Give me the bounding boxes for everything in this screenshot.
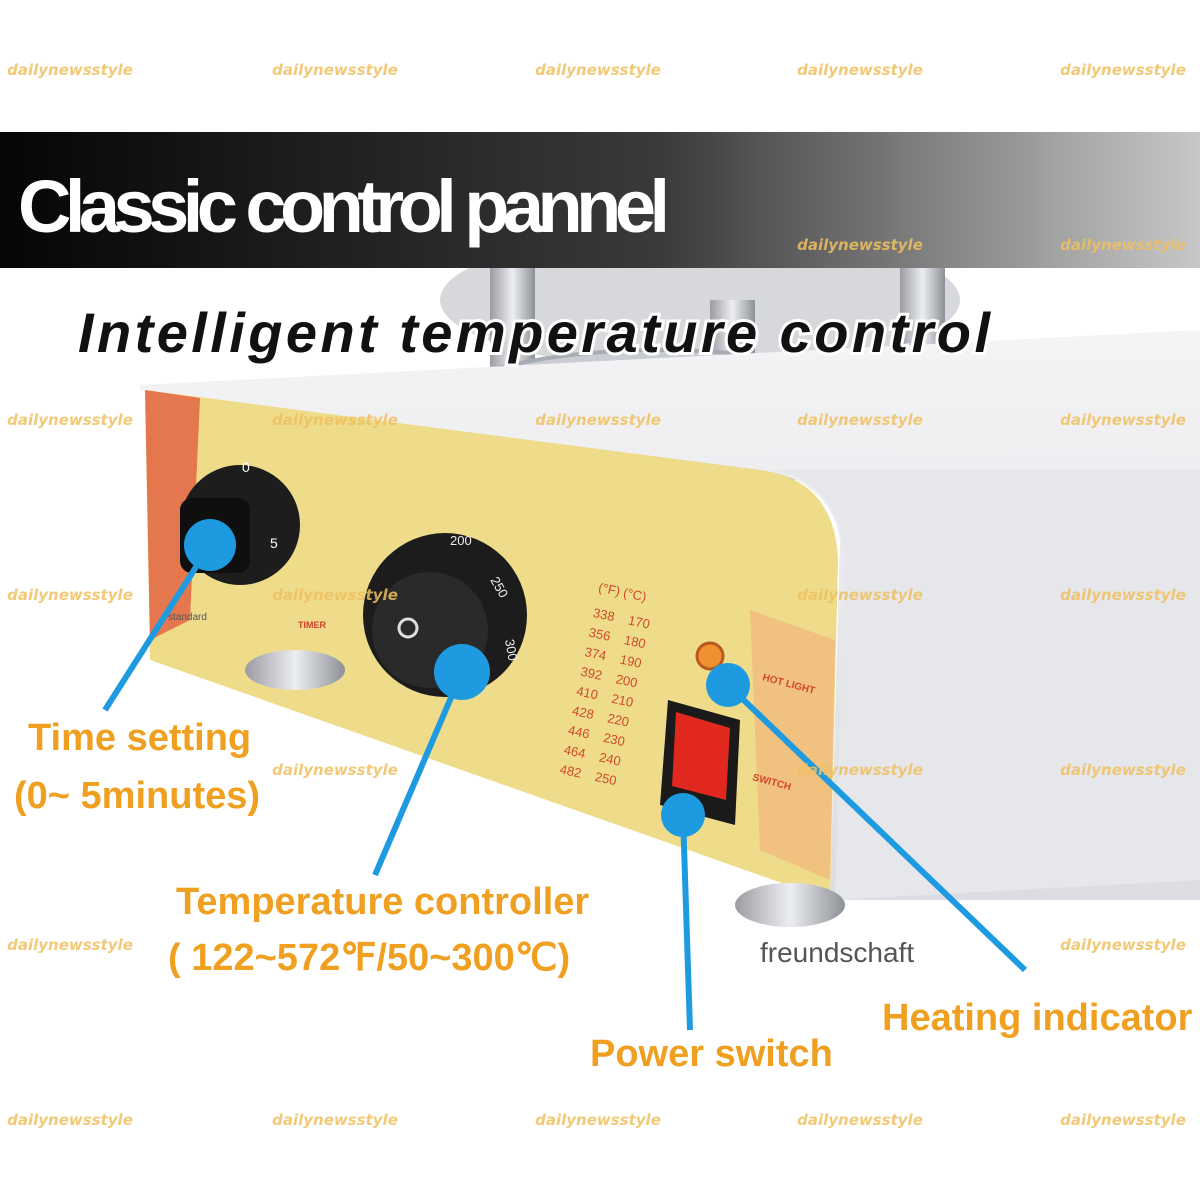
title-banner xyxy=(0,132,1200,268)
watermark-text: dailynewsstyle xyxy=(272,761,398,779)
table-cell-fahrenheit: 338 xyxy=(592,605,616,624)
temperature-controller-range: ( 122~572℉/50~300℃) xyxy=(168,937,570,979)
table-cell-celsius: 170 xyxy=(627,613,651,632)
timer-mark-5: 5 xyxy=(270,535,278,551)
freundschaft-watermark: freundschaft xyxy=(760,937,914,968)
table-cell-celsius: 180 xyxy=(623,632,647,651)
watermark-text: dailynewsstyle xyxy=(797,61,923,79)
callout-dot-timer xyxy=(184,519,236,571)
watermark-text: dailynewsstyle xyxy=(272,61,398,79)
watermark-text: dailynewsstyle xyxy=(797,1111,923,1129)
timer-label: TIMER xyxy=(298,620,326,630)
callout-dot-switch xyxy=(661,793,705,837)
table-cell-fahrenheit: 410 xyxy=(575,683,599,702)
temp-mark-300: 300 xyxy=(502,638,521,662)
watermark-text: dailynewsstyle xyxy=(797,761,923,779)
watermark-text: dailynewsstyle xyxy=(797,411,923,429)
headline: Intelligent temperature control xyxy=(78,301,991,364)
table-cell-fahrenheit: 356 xyxy=(588,625,612,644)
table-cell-celsius: 210 xyxy=(610,691,634,710)
table-cell-fahrenheit: 392 xyxy=(579,664,603,683)
heating-indicator-light xyxy=(695,641,725,671)
watermark-text: dailynewsstyle xyxy=(1060,1111,1186,1129)
timer-mark-0: 0 xyxy=(242,459,250,475)
watermark-text: dailynewsstyle xyxy=(7,1111,133,1129)
watermark-text: dailynewsstyle xyxy=(272,586,398,604)
table-cell-celsius: 240 xyxy=(598,749,622,768)
table-cell-celsius: 200 xyxy=(614,671,638,690)
watermark-text: dailynewsstyle xyxy=(272,411,398,429)
table-cell-celsius: 190 xyxy=(619,652,643,671)
watermark-grid: dailynewsstyle dailynewsstyle dailynewssty… xyxy=(7,61,1186,1129)
time-setting-label: Time setting xyxy=(28,717,251,759)
watermark-text: dailynewsstyle xyxy=(797,236,923,254)
time-setting-range: (0~ 5minutes) xyxy=(14,775,260,817)
table-cell-fahrenheit: 464 xyxy=(563,742,587,761)
callout-dot-temperature xyxy=(434,644,490,700)
watermark-text: dailynewsstyle xyxy=(7,61,133,79)
table-cell-celsius: 230 xyxy=(602,730,626,749)
watermark-text: dailynewsstyle xyxy=(7,411,133,429)
table-cell-celsius: 250 xyxy=(594,769,618,788)
watermark-text: dailynewsstyle xyxy=(535,411,661,429)
watermark-text: dailynewsstyle xyxy=(7,936,133,954)
watermark-text: dailynewsstyle xyxy=(1060,761,1186,779)
machine-feet xyxy=(245,650,845,927)
watermark-text: dailynewsstyle xyxy=(1060,411,1186,429)
watermark-text: dailynewsstyle xyxy=(1060,236,1186,254)
callout-lines xyxy=(102,543,1028,1031)
heating-indicator-label: Heating indicator xyxy=(882,997,1193,1039)
watermark-text: dailynewsstyle xyxy=(797,586,923,604)
callout-dot-heating xyxy=(706,663,750,707)
table-cell-fahrenheit: 374 xyxy=(583,644,607,663)
watermark-text: dailynewsstyle xyxy=(1060,61,1186,79)
watermark-text: dailynewsstyle xyxy=(535,1111,661,1129)
table-cell-fahrenheit: 428 xyxy=(571,703,595,722)
watermark-text: dailynewsstyle xyxy=(1060,586,1186,604)
watermark-text: dailynewsstyle xyxy=(1060,936,1186,954)
watermark-text: dailynewsstyle xyxy=(272,1111,398,1129)
table-cell-fahrenheit: 446 xyxy=(567,722,591,741)
table-cell-celsius: 220 xyxy=(606,710,630,729)
temp-mark-200: 200 xyxy=(450,533,472,548)
table-cell-fahrenheit: 482 xyxy=(558,762,582,781)
banner-title: Classic control pannel xyxy=(18,165,670,248)
brand-text: standard xyxy=(168,612,207,623)
watermark-text: dailynewsstyle xyxy=(535,61,661,79)
power-switch-label: Power switch xyxy=(590,1033,833,1075)
watermark-text: dailynewsstyle xyxy=(7,586,133,604)
temperature-controller-label: Temperature controller xyxy=(176,881,589,923)
